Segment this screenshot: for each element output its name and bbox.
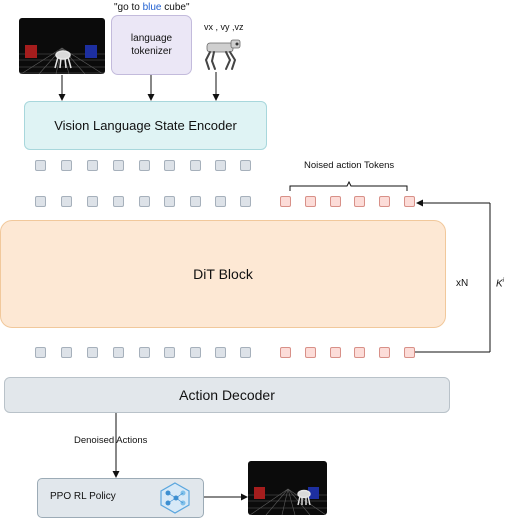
encoder-token: [190, 160, 201, 171]
prompt-highlight-word: blue: [142, 2, 162, 13]
language-prompt: "go to blue cube": [114, 2, 190, 13]
output-condition-token: [164, 347, 175, 358]
velocity-state-label: vx , vy ,vz: [204, 22, 244, 32]
prompt-suffix: cube": [161, 2, 190, 13]
tokenizer-label-line2: tokenizer: [131, 46, 172, 57]
encoder-token: [240, 160, 251, 171]
noised-action-token: [379, 196, 390, 207]
sim-scene-output-image: [248, 461, 327, 515]
denoised-action-token: [280, 347, 291, 358]
tokenizer-label-line1: language: [130, 32, 173, 44]
sim-scene-icon: [19, 45, 105, 74]
ppo-rl-policy-box: PPO RL Policy: [37, 478, 204, 518]
condition-token: [113, 196, 124, 207]
denoised-action-token: [305, 347, 316, 358]
encoder-token: [164, 160, 175, 171]
action-decoder: Action Decoder: [4, 377, 450, 413]
denoised-action-token: [354, 347, 365, 358]
denoised-action-token: [330, 347, 341, 358]
noised-action-token: [305, 196, 316, 207]
condition-token: [61, 196, 72, 207]
k-iterations-label: Ki: [496, 278, 504, 289]
repeat-count-label: xN: [456, 278, 469, 289]
k-superscript: i: [502, 278, 505, 284]
condition-token: [164, 196, 175, 207]
encoder-token: [87, 160, 98, 171]
output-condition-token: [139, 347, 150, 358]
prompt-prefix: "go to: [114, 2, 143, 13]
output-condition-token: [190, 347, 201, 358]
output-condition-token: [113, 347, 124, 358]
output-condition-token: [87, 347, 98, 358]
output-condition-token: [215, 347, 226, 358]
noised-tokens-brace: [289, 180, 408, 191]
sim-scene-icon: [248, 487, 327, 515]
output-condition-token: [61, 347, 72, 358]
encoder-token: [61, 160, 72, 171]
encoder-token: [139, 160, 150, 171]
encoder-token: [35, 160, 46, 171]
condition-token: [190, 196, 201, 207]
encoder-token: [113, 160, 124, 171]
denoised-actions-label: Denoised Actions: [74, 435, 148, 446]
denoised-action-token: [404, 347, 415, 358]
ppo-policy-label: PPO RL Policy: [50, 491, 116, 502]
encoder-token: [215, 160, 226, 171]
dit-block: DiT Block: [0, 220, 446, 328]
language-tokenizer-box: language tokenizer: [111, 15, 192, 75]
condition-token: [139, 196, 150, 207]
sim-scene-input-image: [19, 18, 105, 74]
condition-token: [35, 196, 46, 207]
robot-dog-icon: [204, 39, 241, 70]
denoised-action-token: [379, 347, 390, 358]
condition-token: [240, 196, 251, 207]
noised-action-token: [330, 196, 341, 207]
noised-action-token: [354, 196, 365, 207]
noised-action-tokens-label: Noised action Tokens: [304, 160, 395, 171]
policy-network-icon: [160, 482, 190, 514]
vision-language-state-encoder: Vision Language State Encoder: [24, 101, 267, 150]
output-condition-token: [240, 347, 251, 358]
condition-token: [215, 196, 226, 207]
noised-action-token: [404, 196, 415, 207]
noised-action-token: [280, 196, 291, 207]
condition-token: [87, 196, 98, 207]
output-condition-token: [35, 347, 46, 358]
k-symbol: K: [496, 278, 503, 290]
